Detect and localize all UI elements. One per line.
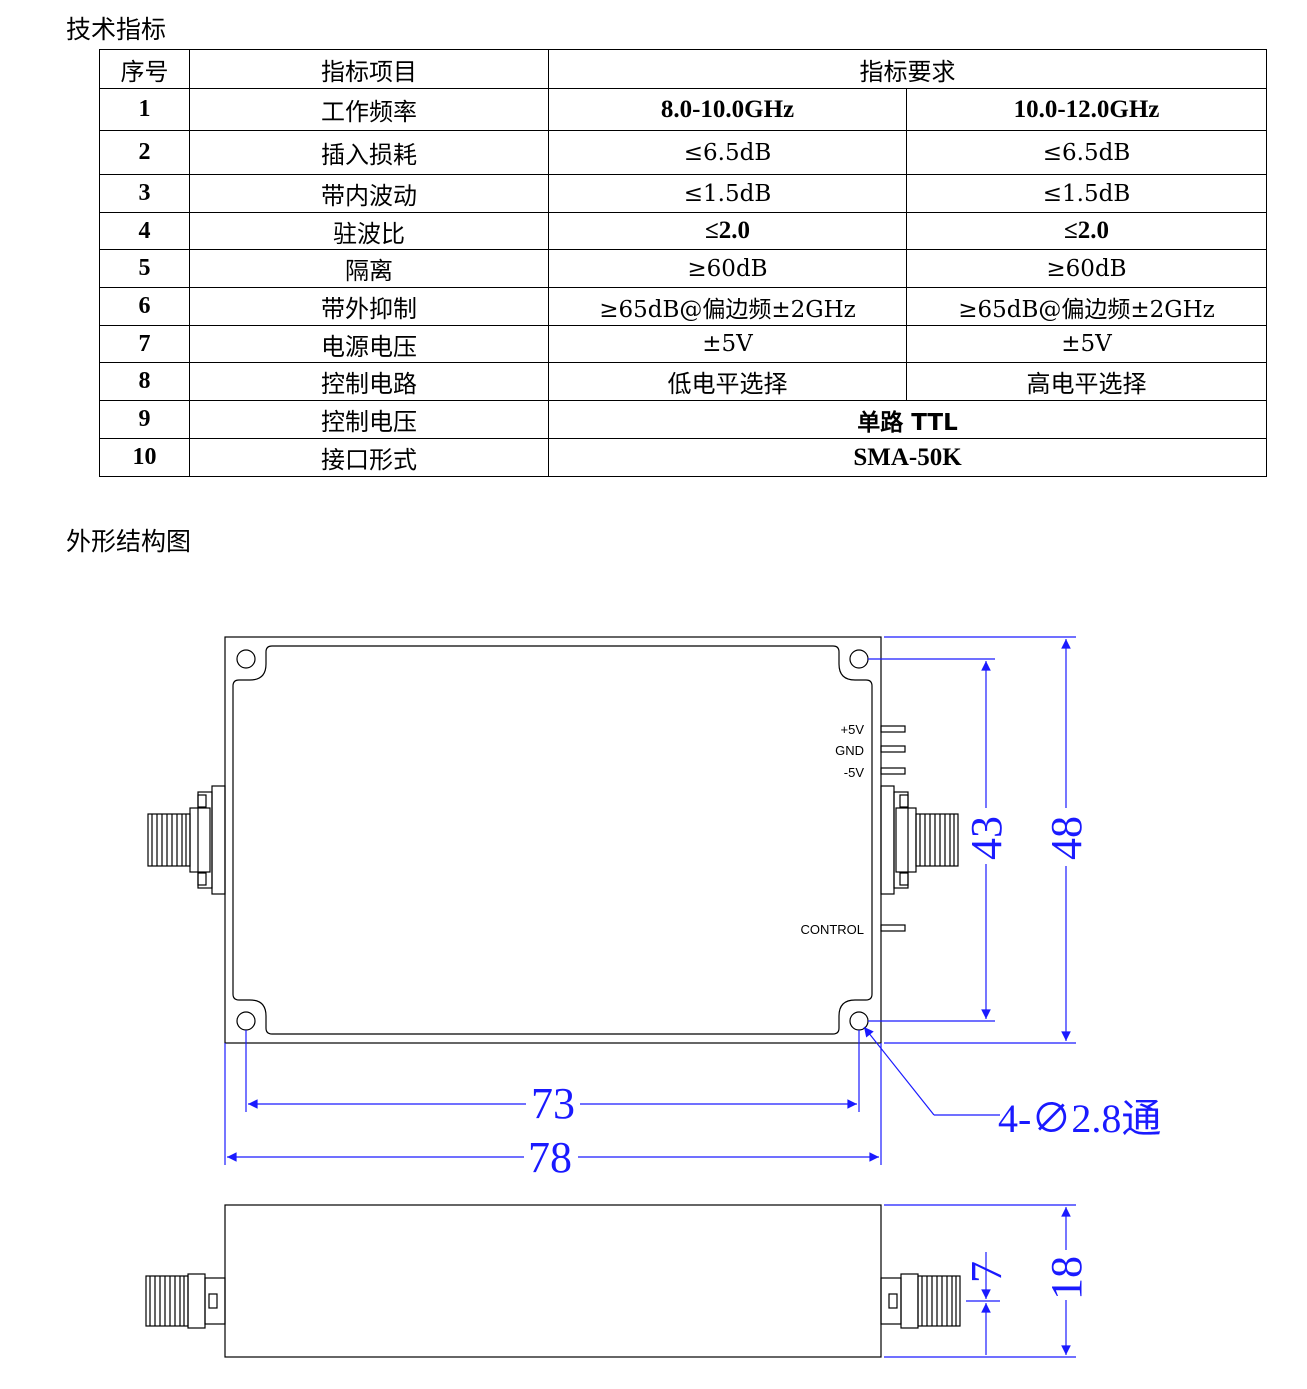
row-value-b: ≤2.0 — [906, 212, 1267, 250]
table-row: 6 带外抑制 ≥65dB@偏边频±2GHz ≥65dB@偏边频±2GHz — [99, 287, 1267, 326]
side-housing-outline — [224, 1204, 882, 1358]
pin-label-control: CONTROL — [800, 922, 864, 937]
table-row: 1 工作频率 8.0-10.0GHz 10.0-12.0GHz — [99, 88, 1267, 131]
section-title-outline: 外形结构图 — [66, 527, 192, 556]
spec-table: 序号 指标项目 指标要求 1 工作频率 8.0-10.0GHz 10.0-12.… — [99, 49, 1267, 477]
header-requirement: 指标要求 — [548, 49, 1267, 89]
row-no: 10 — [99, 438, 190, 477]
sma-connector-right — [880, 785, 959, 895]
row-no: 3 — [99, 174, 190, 213]
row-value-a: ≥60dB — [548, 249, 907, 288]
dim-height-holes: 43 — [962, 816, 1011, 860]
row-no: 6 — [99, 287, 190, 326]
sma-connector-left — [147, 785, 226, 895]
row-value-b: ±5V — [906, 325, 1267, 363]
dim-width-holes: 73 — [531, 1079, 575, 1128]
row-item: 电源电压 — [189, 325, 549, 363]
row-value-a: ±5V — [548, 325, 907, 363]
pin-label-minus5v: -5V — [844, 765, 865, 780]
row-value-b: ≤1.5dB — [906, 174, 1267, 213]
dimension-lines-top — [224, 636, 1076, 1165]
top-view — [147, 636, 959, 1044]
mounting-hole — [236, 1011, 256, 1031]
table-row: 3 带内波动 ≤1.5dB ≤1.5dB — [99, 174, 1267, 213]
sma-connector-side-left — [145, 1273, 226, 1329]
side-view — [145, 1204, 961, 1358]
section-title-specs: 技术指标 — [66, 15, 167, 44]
dim-width-total: 78 — [528, 1133, 572, 1182]
cover-outline — [232, 645, 873, 1035]
dim-thickness: 18 — [1042, 1256, 1091, 1300]
row-no: 7 — [99, 325, 190, 363]
power-pins — [880, 725, 906, 932]
row-value-a: ≤6.5dB — [548, 130, 907, 175]
row-item: 带内波动 — [189, 174, 549, 213]
pin-label-gnd: GND — [835, 743, 864, 758]
mounting-hole — [236, 649, 256, 669]
row-no: 1 — [99, 88, 190, 131]
table-row: 9 控制电压 单路 TTL — [99, 400, 1267, 439]
row-value-a: ≤1.5dB — [548, 174, 907, 213]
row-item: 接口形式 — [189, 438, 549, 477]
housing-outline — [224, 636, 882, 1044]
row-value-merged: 单路 TTL — [548, 400, 1267, 439]
header-no: 序号 — [99, 49, 190, 89]
dim-connector-height: 7 — [962, 1261, 1011, 1283]
row-item: 带外抑制 — [189, 287, 549, 326]
mounting-hole — [849, 1011, 869, 1031]
row-item: 工作频率 — [189, 88, 549, 131]
table-row: 8 控制电路 低电平选择 高电平选择 — [99, 362, 1267, 401]
dim-height-total: 48 — [1042, 816, 1091, 860]
row-value-merged: SMA-50K — [548, 438, 1267, 477]
pin-label-plus5v: +5V — [841, 722, 865, 737]
table-row: 7 电源电压 ±5V ±5V — [99, 325, 1267, 363]
row-value-a: ≥65dB@偏边频±2GHz — [548, 287, 907, 326]
table-row: 10 接口形式 SMA-50K — [99, 438, 1267, 477]
sma-connector-side-right — [880, 1273, 961, 1329]
mounting-hole — [849, 649, 869, 669]
row-value-b: 10.0-12.0GHz — [906, 88, 1267, 131]
row-item: 控制电路 — [189, 362, 549, 401]
row-value-b: 高电平选择 — [906, 362, 1267, 401]
dim-mounting-holes: 4-∅2.8通 — [998, 1096, 1161, 1141]
dimension-lines-side — [884, 1204, 1076, 1358]
row-value-a: 低电平选择 — [548, 362, 907, 401]
